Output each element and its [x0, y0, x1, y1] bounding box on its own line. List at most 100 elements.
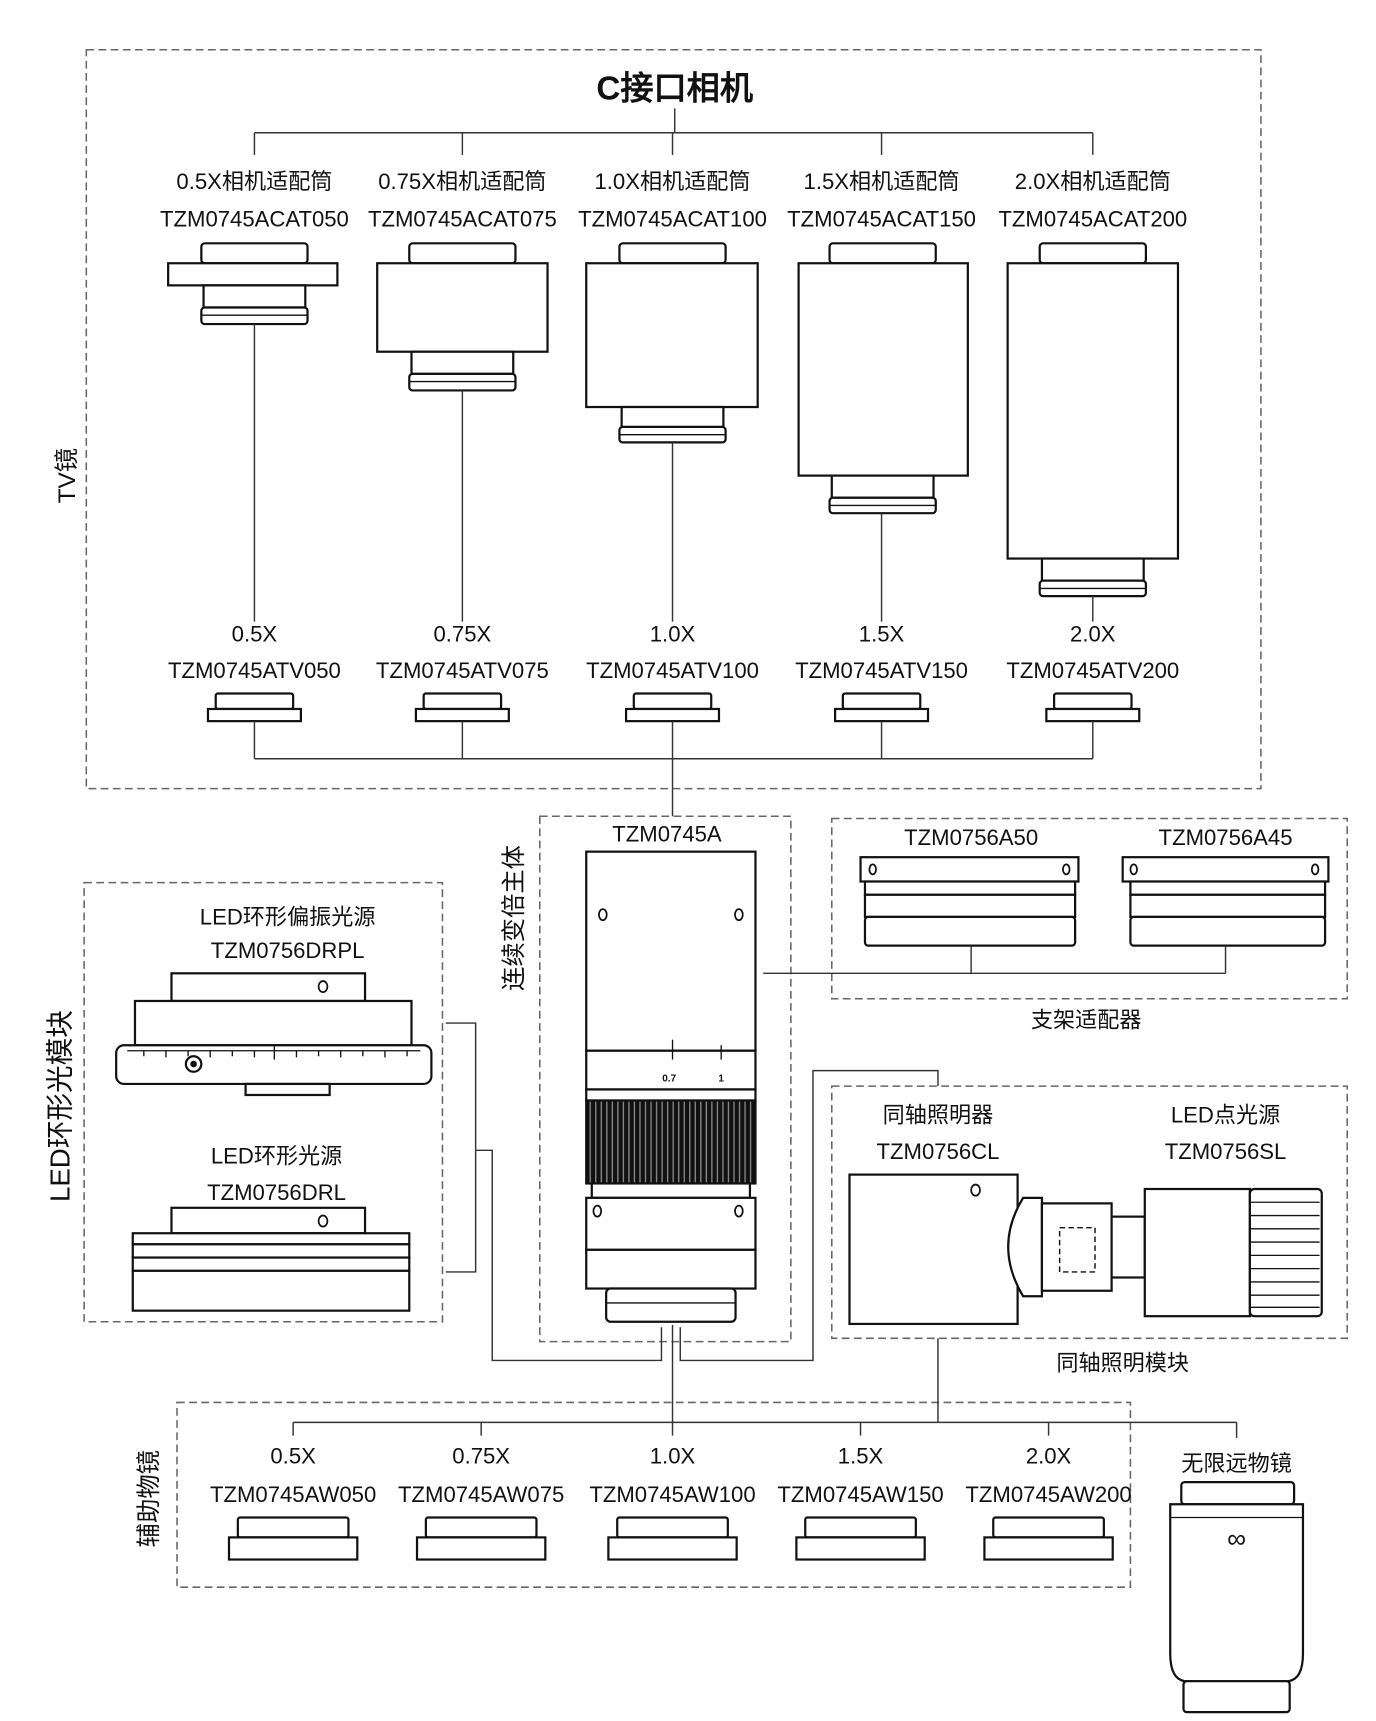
tv-lens-top — [422, 692, 503, 711]
tv-lens-bus-lines — [253, 721, 1094, 817]
zoom-to-coax-lines — [679, 1069, 939, 1362]
aux-objective-code: TZM0745AW100 — [589, 1482, 755, 1507]
zoom-ring-gap — [585, 1088, 757, 1102]
coax-coupler — [1040, 1202, 1113, 1292]
coax-module-label: 同轴照明模块 — [1056, 1350, 1189, 1375]
infinity-objective-drawing: ∞ — [1169, 1480, 1305, 1714]
camera-adapter-050-drawing — [167, 242, 339, 326]
led-ring-polarized-code: TZM0756DRPL — [211, 938, 365, 963]
aux-objective-mag: 0.75X — [452, 1443, 510, 1468]
zoom-neck — [590, 1182, 752, 1199]
adapter-neck — [1040, 557, 1145, 582]
tv-lens-mag: 0.5X — [232, 622, 278, 647]
led-to-zoom-lines — [445, 1022, 663, 1362]
led-ring-bottom-lip — [244, 1082, 331, 1097]
camera-adapter-150-drawing — [797, 242, 969, 515]
tv-lens-code: TZM0745ATV100 — [586, 658, 759, 683]
led-ring-body — [133, 999, 413, 1047]
camera-adapter-100-drawing — [585, 242, 759, 444]
tv-lens-flange — [206, 707, 302, 723]
adapter-body — [585, 262, 759, 409]
led-point-source-name: LED点光源 — [1171, 1103, 1280, 1128]
polarizer-knob-center — [190, 1060, 197, 1068]
stand-adapter-flange — [859, 856, 1080, 883]
coax-connector — [1110, 1215, 1146, 1279]
camera-adapter-200-drawing — [1006, 242, 1180, 598]
adapter-body — [797, 262, 969, 477]
adapter-body — [376, 262, 549, 353]
camera-adapter-code: TZM0745ACAT075 — [368, 207, 557, 232]
tv-lens-top — [632, 692, 713, 711]
stand-adapter-flange — [1121, 856, 1330, 883]
stand-adapter-box — [831, 817, 1348, 1000]
led-ring-base — [131, 1269, 411, 1312]
aux-objective-top — [616, 1516, 729, 1539]
camera-title: C接口相机 — [596, 71, 753, 108]
adapter-body — [1006, 262, 1180, 560]
aux-objective-base — [227, 1536, 359, 1561]
camera-adapter-name: 0.75X相机适配筒 — [378, 169, 546, 194]
adapter-neck — [410, 350, 515, 375]
aux-objective-code: TZM0745AW150 — [777, 1482, 943, 1507]
polarizer-scale-ticks — [127, 1046, 421, 1060]
coax-illuminator-code: TZM0756CL — [877, 1139, 1000, 1164]
tv-lens-top — [1052, 692, 1133, 711]
aux-objective-base — [983, 1536, 1114, 1561]
screw-hole — [970, 1183, 981, 1197]
aux-objective-code: TZM0745AW050 — [210, 1482, 376, 1507]
adapter-cap — [200, 242, 309, 265]
tv-lens-mag: 1.0X — [650, 622, 696, 647]
heatsink-fins — [1249, 1201, 1320, 1309]
aux-objective-label: 辅助物镜 — [136, 1450, 163, 1547]
screw-hole — [317, 1214, 329, 1228]
camera-adapter-075-drawing — [376, 242, 549, 392]
led-ring-drawing — [131, 1206, 411, 1312]
tv-lens-code: TZM0745ATV050 — [168, 658, 341, 683]
zoom-upper-body — [585, 850, 757, 1052]
adapter-cap — [828, 242, 937, 265]
screw-hole — [317, 980, 329, 994]
adapter-neck — [620, 405, 725, 429]
tv-lens-drawings — [206, 692, 1141, 723]
camera-connector-lines — [253, 108, 1094, 155]
zoom-body-box — [539, 815, 792, 1343]
screw-hole — [592, 1204, 603, 1218]
infinity-symbol: ∞ — [1227, 1523, 1246, 1553]
coax-drawing — [848, 1173, 1323, 1326]
objective-cap — [1180, 1480, 1296, 1506]
led-ring-band — [131, 1243, 411, 1259]
screw-hole — [1129, 863, 1138, 876]
coax-illuminator-name: 同轴照明器 — [883, 1103, 994, 1128]
aux-objective-mag: 0.5X — [270, 1443, 316, 1468]
tv-lens-mag: 1.5X — [859, 622, 905, 647]
objective-tip — [1182, 1680, 1291, 1714]
camera-adapter-name: 1.5X相机适配筒 — [804, 169, 960, 194]
camera-adapter-code: TZM0745ACAT050 — [160, 207, 349, 232]
led-ring-polarized-drawing — [115, 972, 433, 1097]
adapter-cap — [408, 242, 517, 265]
screw-hole — [1310, 863, 1320, 876]
tv-lens-flange — [624, 707, 721, 723]
zoom-lower-section — [585, 1196, 757, 1251]
zoom-scale-label: 0.7 — [662, 1074, 676, 1085]
tv-lens-mag: 0.75X — [433, 622, 491, 647]
stand-adapter-base — [863, 915, 1077, 947]
adapter-neck — [830, 474, 935, 499]
led-ring-top — [170, 1206, 367, 1235]
aux-bus-lines — [292, 1325, 1238, 1438]
zoom-knurled-ring — [585, 1099, 757, 1185]
led-ring-module-label: LED环形光模块 — [44, 1010, 75, 1202]
tv-lens-group-box — [85, 48, 1262, 790]
stand-adapter-label: 支架适配器 — [1031, 1008, 1142, 1033]
led-point-source-body — [1143, 1187, 1251, 1318]
aux-objective-base — [607, 1536, 738, 1561]
zoom-to-stand-lines — [763, 945, 1227, 975]
adapter-flange — [167, 262, 339, 287]
aux-objective-code: TZM0745AW075 — [398, 1482, 564, 1507]
aux-objective-mag: 1.5X — [838, 1443, 884, 1468]
led-ring-top — [170, 972, 367, 1003]
zoom-body-drawing: 0.7 1 — [585, 850, 757, 1323]
camera-adapter-name: 1.0X相机适配筒 — [594, 169, 750, 194]
camera-adapter-code: TZM0745ACAT100 — [578, 207, 767, 232]
